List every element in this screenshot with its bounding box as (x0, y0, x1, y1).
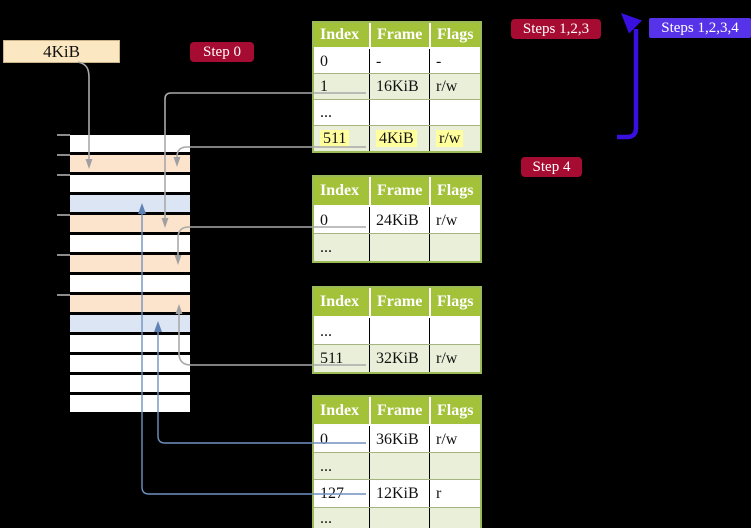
steps-123-badge: Steps 1,2,3 (511, 19, 601, 39)
column-header-frame: Frame (369, 177, 429, 205)
cell-index: ... (320, 104, 332, 121)
cell-index: ... (320, 458, 332, 475)
cell-frame: 12KiB (369, 480, 429, 507)
column-header-frame: Frame (369, 288, 429, 316)
column-header-index: Index (320, 26, 360, 43)
memory-row-0-white (70, 135, 190, 152)
arrow-steps-loop-to-table1 (617, 13, 642, 140)
memory-row-4-peach (70, 215, 190, 232)
highlighted-value: r/w (436, 130, 464, 147)
cell-flags (429, 318, 480, 344)
cell-index: 511 (320, 350, 344, 367)
page-table-3-row-0: ... (314, 316, 480, 344)
cell-flags: r/w (429, 74, 480, 99)
column-header-index: Index (320, 293, 360, 310)
memory-address-tick (57, 134, 70, 136)
cell-frame: 4KiB (369, 126, 429, 151)
page-table-4-row-1: ... (314, 452, 480, 479)
column-header-index: Index (320, 182, 360, 199)
cell-frame: 36KiB (369, 426, 429, 452)
cell-index: 1 (320, 78, 328, 95)
cell-flags (429, 508, 480, 528)
column-header-flags: Flags (429, 397, 480, 424)
cell-frame: 24KiB (369, 207, 429, 233)
page-table-2-row-1: ... (314, 233, 480, 261)
memory-row-11-white (70, 355, 190, 372)
highlighted-value: 511 (320, 130, 350, 147)
memory-address-tick (57, 174, 70, 176)
frame-address-box: 4KiB (3, 40, 120, 63)
memory-row-3-blue (70, 195, 190, 212)
cell-index: 0 (320, 212, 328, 229)
memory-row-1-peach (70, 155, 190, 172)
column-header-index: Index (320, 402, 360, 419)
cell-index: 0 (320, 53, 328, 70)
page-table-1-row-3: 511 4KiB r/w (314, 125, 480, 151)
steps-1234-badge: Steps 1,2,3,4 (649, 18, 751, 38)
column-header-flags: Flags (429, 288, 480, 316)
cell-flags: r (429, 480, 480, 507)
memory-address-tick (57, 154, 70, 156)
memory-row-9-blue (70, 315, 190, 332)
cell-index: ... (320, 323, 332, 340)
cell-flags (429, 453, 480, 479)
cell-flags (429, 100, 480, 125)
cell-frame: 32KiB (369, 345, 429, 372)
cell-frame: - (369, 49, 429, 73)
memory-row-2-white (70, 175, 190, 192)
memory-row-6-peach (70, 255, 190, 272)
page-table-1-row-0: 0 -- (314, 47, 480, 73)
cell-flags: r/w (429, 426, 480, 452)
cell-frame: 16KiB (369, 74, 429, 99)
highlighted-value: 4KiB (376, 130, 417, 147)
cell-flags: r/w (429, 126, 480, 151)
memory-address-tick (57, 254, 70, 256)
cell-frame (369, 508, 429, 528)
column-header-frame: Frame (369, 23, 429, 47)
cell-flags: r/w (429, 207, 480, 233)
column-header-flags: Flags (429, 177, 480, 205)
memory-row-8-peach (70, 295, 190, 312)
memory-row-7-white (70, 275, 190, 292)
cell-index: ... (320, 239, 332, 256)
memory-row-10-white (70, 335, 190, 352)
step-0-badge: Step 0 (190, 42, 254, 62)
memory-row-13-white (70, 395, 190, 412)
cell-frame (369, 453, 429, 479)
memory-address-tick (57, 294, 70, 296)
cell-index: ... (320, 510, 332, 527)
physical-memory-strip (70, 135, 190, 415)
cell-index: 0 (320, 431, 328, 448)
cell-flags (429, 234, 480, 261)
cell-flags: - (429, 49, 480, 73)
page-table-1-row-2: ... (314, 99, 480, 125)
cell-frame (369, 100, 429, 125)
cell-index: 127 (320, 485, 344, 502)
cell-flags: r/w (429, 345, 480, 372)
cell-frame (369, 234, 429, 261)
column-header-frame: Frame (369, 397, 429, 424)
memory-row-5-white (70, 235, 190, 252)
cell-frame (369, 318, 429, 344)
memory-address-tick (57, 214, 70, 216)
cell-index: 511 (314, 126, 369, 151)
memory-row-12-white (70, 375, 190, 392)
column-header-flags: Flags (429, 23, 480, 47)
page-table-4-row-3: ... (314, 507, 480, 528)
step-4-badge: Step 4 (521, 157, 582, 177)
